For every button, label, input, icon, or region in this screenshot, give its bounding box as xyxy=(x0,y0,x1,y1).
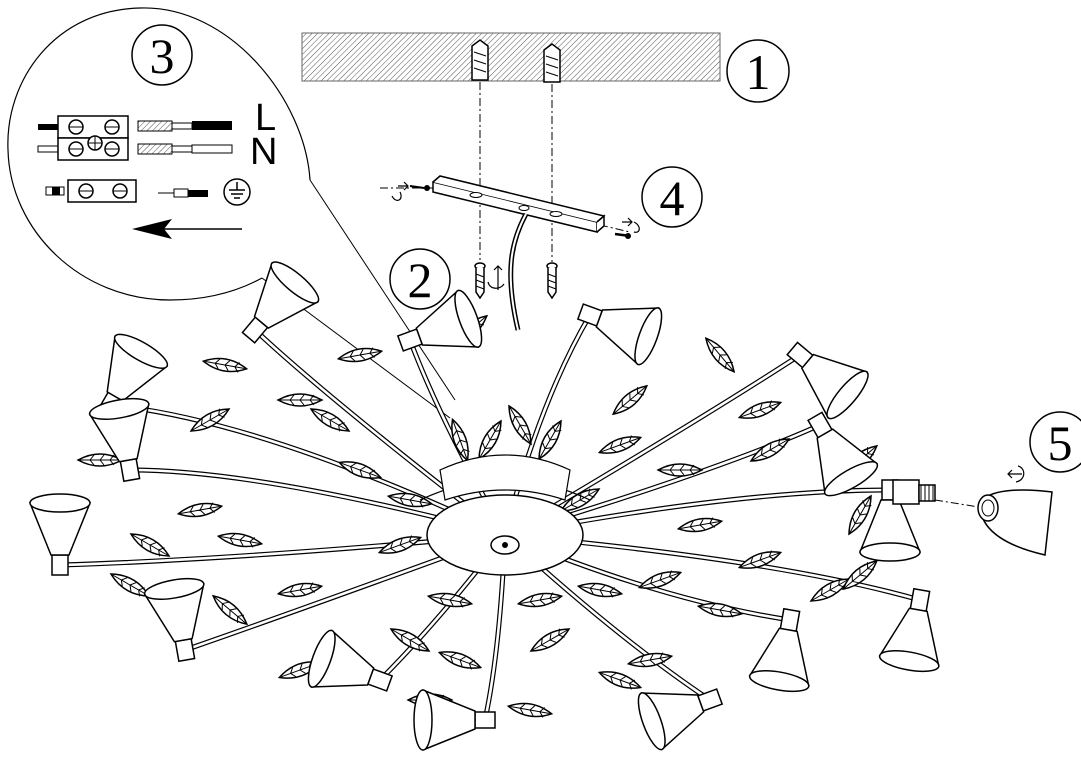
lamp-shade-8 xyxy=(29,493,91,576)
bracket-screw-left xyxy=(409,185,430,191)
rotate-arrow-left-icon xyxy=(391,181,409,201)
live-label: L xyxy=(255,97,276,139)
step-3-badge: 3 xyxy=(131,24,193,86)
earth-terminal xyxy=(45,179,137,203)
wall-plug-left xyxy=(471,39,489,81)
lamp-shade-4 xyxy=(576,303,663,366)
step-4-badge: 4 xyxy=(641,166,703,228)
lamp-shade-7 xyxy=(88,397,150,483)
supply-cable xyxy=(508,212,529,331)
lamp-shade-2 xyxy=(241,261,320,344)
wire-connector-live xyxy=(137,120,232,132)
lamp-shade-14 xyxy=(878,587,940,673)
guide-lines xyxy=(380,82,986,509)
arrow-left-icon xyxy=(132,219,242,239)
rotate-arrow-right-icon xyxy=(622,217,640,233)
step-5-label: 5 xyxy=(1048,415,1073,471)
earth-wire xyxy=(158,188,208,198)
wall-plug-right xyxy=(543,43,561,83)
ground-symbol-icon xyxy=(223,178,251,206)
step-1-badge: 1 xyxy=(726,39,790,103)
lamp-socket xyxy=(892,479,936,505)
neutral-label: N xyxy=(250,131,277,173)
ceiling-screw-left xyxy=(474,262,486,300)
terminal-block xyxy=(37,115,129,161)
mounting-bracket xyxy=(432,175,606,233)
lamp-shade-6 xyxy=(807,411,879,497)
step-4-label: 4 xyxy=(660,170,685,226)
lamp-shade-5 xyxy=(786,341,869,420)
glass-shade-detached xyxy=(977,489,1053,556)
step-2-label: 2 xyxy=(408,252,433,308)
lamp-shade-12 xyxy=(637,688,724,751)
step-2-badge: 2 xyxy=(389,248,451,310)
lamp-shade-13 xyxy=(748,607,810,693)
lamp-shade-15 xyxy=(859,479,921,562)
lamp-shade-10 xyxy=(307,629,394,692)
rotate-arrow-screw-icon xyxy=(487,265,505,290)
bracket-screw-right xyxy=(614,232,631,239)
cap-nut xyxy=(502,542,508,548)
step-3-label: 3 xyxy=(150,28,175,84)
ceiling-block xyxy=(301,32,721,82)
step-5-badge: 5 xyxy=(1029,411,1081,473)
canopy xyxy=(426,494,584,576)
wire-connector-neutral xyxy=(137,143,233,155)
step-1-label: 1 xyxy=(746,44,771,100)
lamp-shade-9 xyxy=(143,577,205,663)
canopy-upper xyxy=(439,454,571,501)
chandelier xyxy=(29,261,940,751)
rotate-arrow-shade-icon xyxy=(1007,465,1025,483)
lamp-shade-3 xyxy=(396,289,483,352)
ceiling-screw-right xyxy=(546,262,558,300)
lamp-shade-11 xyxy=(413,689,496,751)
